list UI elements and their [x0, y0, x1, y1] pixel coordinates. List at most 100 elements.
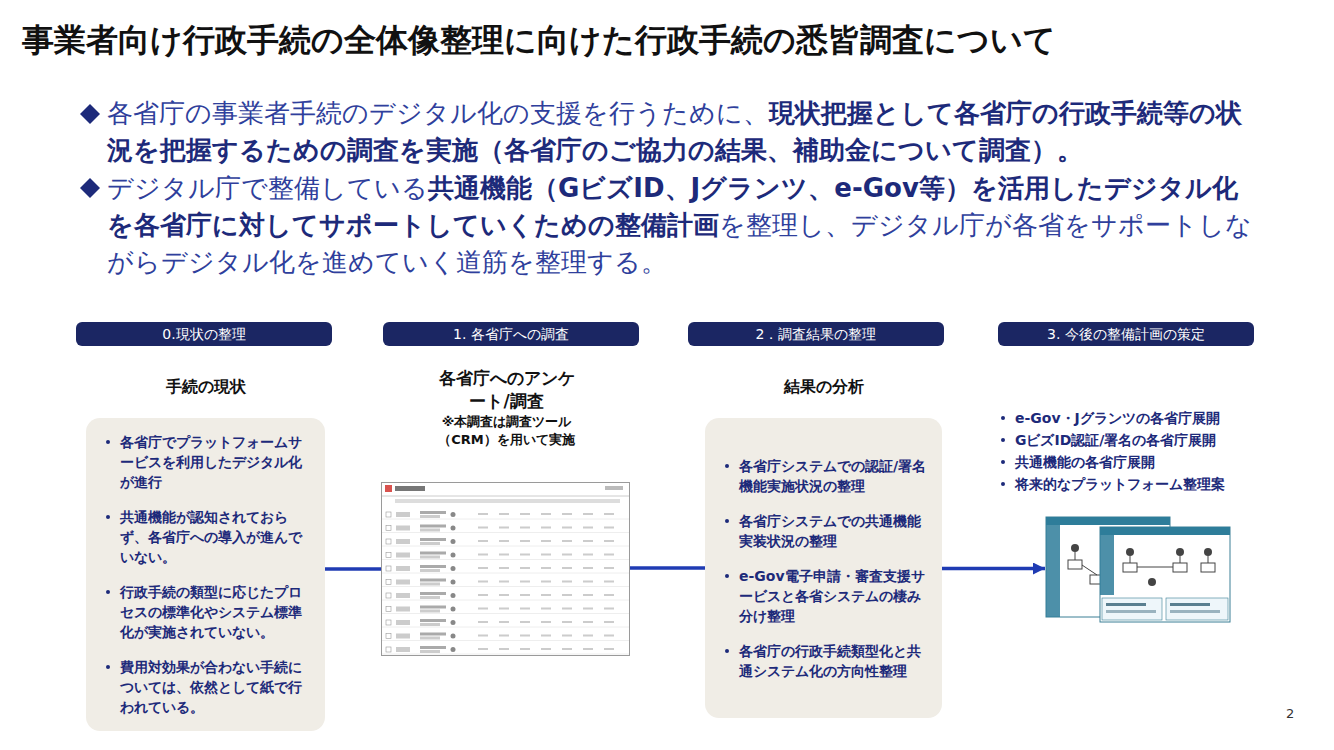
row-field: [583, 635, 593, 637]
row-field: [541, 608, 551, 610]
row-field: [478, 567, 488, 569]
row-field: [604, 635, 614, 637]
row-field: [420, 650, 440, 653]
flowchart-illustration: [1046, 517, 1230, 622]
row-field: [520, 621, 530, 623]
row-field: [478, 540, 488, 542]
row-field: [541, 540, 551, 542]
row-icon: [451, 634, 456, 639]
row-icon: [451, 647, 456, 652]
bullet-item: e-Gov電子申請・審査支援サービスと各省システムの棲み分け整理: [725, 566, 928, 626]
row-line: [381, 532, 630, 533]
row-field: [562, 567, 572, 569]
row-field: [396, 634, 410, 639]
row-icon: [451, 566, 456, 571]
row-field: [478, 648, 488, 650]
row-field: [420, 552, 446, 555]
row-field: [562, 581, 572, 583]
bullet-item: 行政手続の類型に応じたプロセスの標準化やシステム標準化が実施されていない。: [106, 582, 311, 642]
row-checkbox: [386, 620, 391, 625]
row-checkbox: [386, 580, 391, 585]
row-field: [562, 554, 572, 556]
row-field: [420, 646, 446, 649]
row-icon: [451, 607, 456, 612]
row-line: [381, 586, 630, 587]
bullet-item: 各省庁でプラットフォームサービスを利用したデジタル化が進行: [106, 432, 311, 492]
item-text: 費用対効果が合わない手続については、依然として紙で行われている。: [120, 657, 311, 717]
row-field: [420, 556, 440, 559]
row-checkbox: [386, 566, 391, 571]
screenshot-box: 各省庁へのアンケート/調査※本調査は調査ツール（CRM）を用いて実施: [381, 482, 630, 656]
bullet-item: 各省庁の行政手続類型化と共通システム化の方向性整理: [725, 641, 928, 681]
step-label: 1. 各省庁への調査: [383, 322, 639, 346]
bullet-dot: [106, 665, 110, 669]
row-field: [583, 540, 593, 542]
row-field: [583, 527, 593, 529]
item-text: 共通機能が認知されておらず、各省庁への導入が進んでいない。: [120, 507, 311, 567]
bullet-dot: [1001, 416, 1005, 420]
item-text: 各省庁の行政手続類型化と共通システム化の方向性整理: [739, 641, 928, 681]
row-icon: [451, 512, 456, 517]
row-field: [583, 608, 593, 610]
row-field: [420, 619, 446, 622]
item-text: 共通機能の各省庁展開: [1015, 452, 1155, 472]
row-field: [396, 607, 410, 612]
bullet-dot: [106, 590, 110, 594]
row-field: [541, 581, 551, 583]
row-field: [604, 581, 614, 583]
bullet-dot: [725, 464, 729, 468]
row-icon: [451, 620, 456, 625]
row-field: [583, 594, 593, 596]
diagram-thumbnail: e-Gov・Jグランツの各省庁展開GビズID認証/署名の各省庁展開共通機能の各省…: [1045, 515, 1230, 622]
step-label: 2．調査結果の整理: [688, 322, 944, 346]
row-line: [381, 613, 630, 614]
row-field: [478, 594, 488, 596]
item-text: e-Gov電子申請・審査支援サービスと各省システムの棲み分け整理: [739, 566, 928, 626]
row-field: [420, 525, 446, 528]
row-field: [541, 648, 551, 650]
item-text: 将来的なプラットフォーム整理案: [1015, 474, 1225, 494]
row-checkbox: [386, 593, 391, 598]
step-header: 2．調査結果の整理: [688, 322, 944, 346]
row-field: [520, 527, 530, 529]
item-list: 各省庁でプラットフォームサービスを利用したデジタル化が進行共通機能が認知されてお…: [86, 418, 325, 731]
row-field: [499, 581, 509, 583]
row-field: [520, 581, 530, 583]
row-field: [396, 620, 410, 625]
content-panel: 結果の分析各省庁システムでの認証/署名機能実施状況の整理各省庁システムでの共通機…: [705, 418, 942, 718]
row-field: [499, 527, 509, 529]
row-field: [420, 610, 440, 613]
row-field: [520, 567, 530, 569]
bullet-dot: [106, 515, 110, 519]
panel-heading: 結果の分析: [705, 377, 942, 398]
row-field: [396, 539, 410, 544]
row-checkbox: [386, 607, 391, 612]
row-field: [541, 554, 551, 556]
row-checkbox: [386, 553, 391, 558]
row-field: [420, 542, 440, 545]
row-field: [499, 513, 509, 515]
row-field: [562, 648, 572, 650]
row-field: [541, 594, 551, 596]
row-field: [604, 554, 614, 556]
flow-connector: [942, 567, 1045, 571]
bullet-item: 各省庁システムでの共通機能実装状況の整理: [725, 511, 928, 551]
row-field: [420, 515, 440, 518]
row-field: [520, 594, 530, 596]
row-field: [420, 592, 446, 595]
note-text: ※本調査は調査ツール（CRM）を用いて実施: [422, 413, 592, 449]
row-field: [604, 608, 614, 610]
row-icon: [451, 539, 456, 544]
row-field: [420, 529, 440, 532]
bullet-paragraph: デジタル庁で整備している共通機能（GビズID、Jグランツ、e-Gov等）を活用し…: [107, 170, 1257, 281]
row-field: [396, 512, 410, 517]
row-field: [478, 608, 488, 610]
row-field: [420, 637, 440, 640]
row-icon: [451, 526, 456, 531]
row-field: [420, 623, 440, 626]
caption-group: 各省庁へのアンケート/調査※本調査は調査ツール（CRM）を用いて実施: [362, 367, 651, 449]
bullet-dot: [725, 649, 729, 653]
plan-list: e-Gov・Jグランツの各省庁展開GビズID認証/署名の各省庁展開共通機能の各省…: [1001, 408, 1256, 494]
item-text: 行政手続の類型に応じたプロセスの標準化やシステム標準化が実施されていない。: [120, 582, 311, 642]
